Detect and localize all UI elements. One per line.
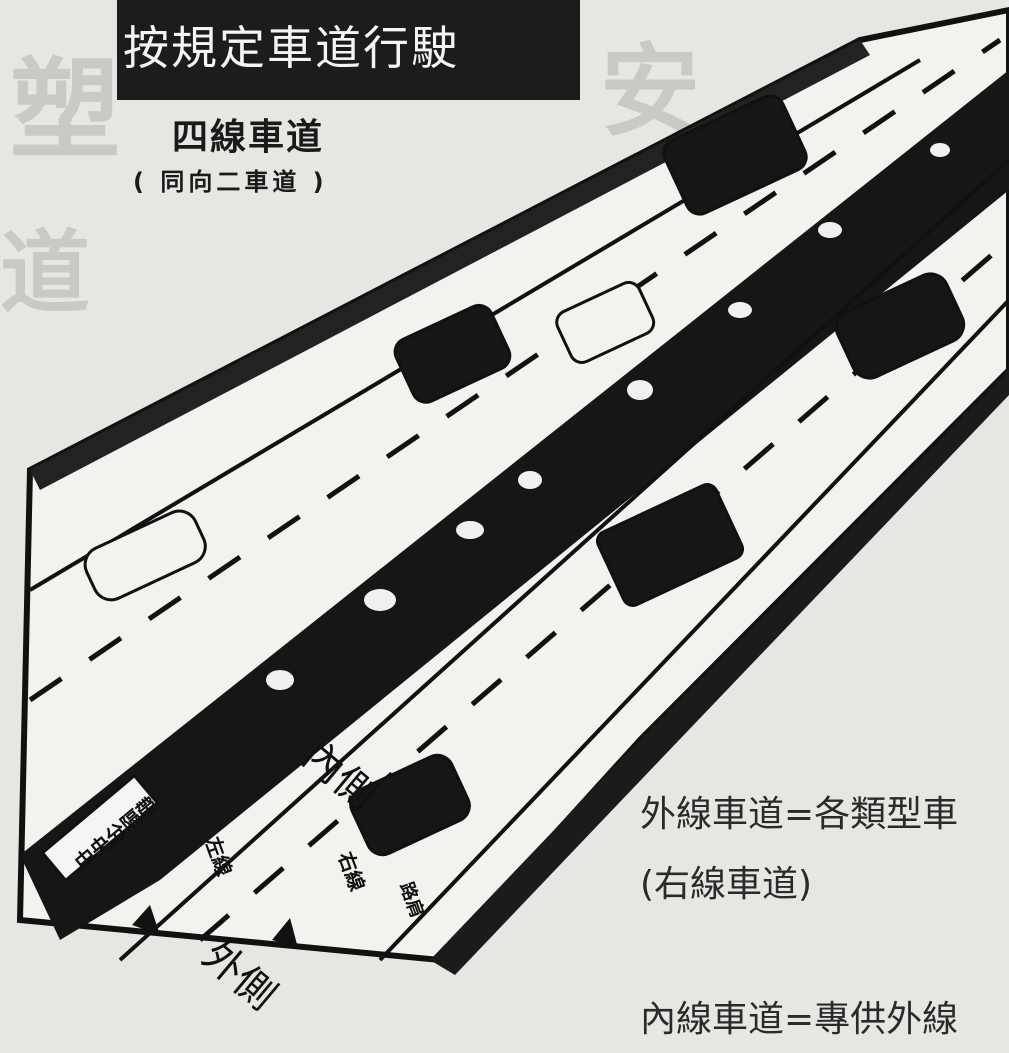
bus-lower <box>595 483 745 607</box>
car-outline-mid <box>555 280 656 364</box>
car-upper-right <box>662 94 808 216</box>
outer-lane-caption: 外線車道=各類型車 <box>640 794 959 835</box>
road-right-edge <box>430 370 1009 975</box>
road-outer-edge <box>30 40 870 490</box>
inner-lane-caption: 內線車道=專供外線 <box>640 999 959 1040</box>
subtitle-note: ( 同向二車道 ) <box>133 168 328 196</box>
median-strip <box>20 70 1009 940</box>
median-shrubs <box>266 143 950 690</box>
car-upper-mid <box>393 303 512 404</box>
title-banner: 按規定車道行駛 <box>117 0 580 100</box>
car-left <box>83 509 207 602</box>
car-right-lane <box>834 272 966 380</box>
median-label-plate <box>40 773 160 883</box>
car-lower <box>349 753 471 857</box>
direction-arrows <box>132 905 298 948</box>
outer-lane-note: (右線車道) <box>640 864 813 905</box>
vehicles <box>83 94 966 857</box>
subtitle: 四線車道 <box>172 116 325 158</box>
